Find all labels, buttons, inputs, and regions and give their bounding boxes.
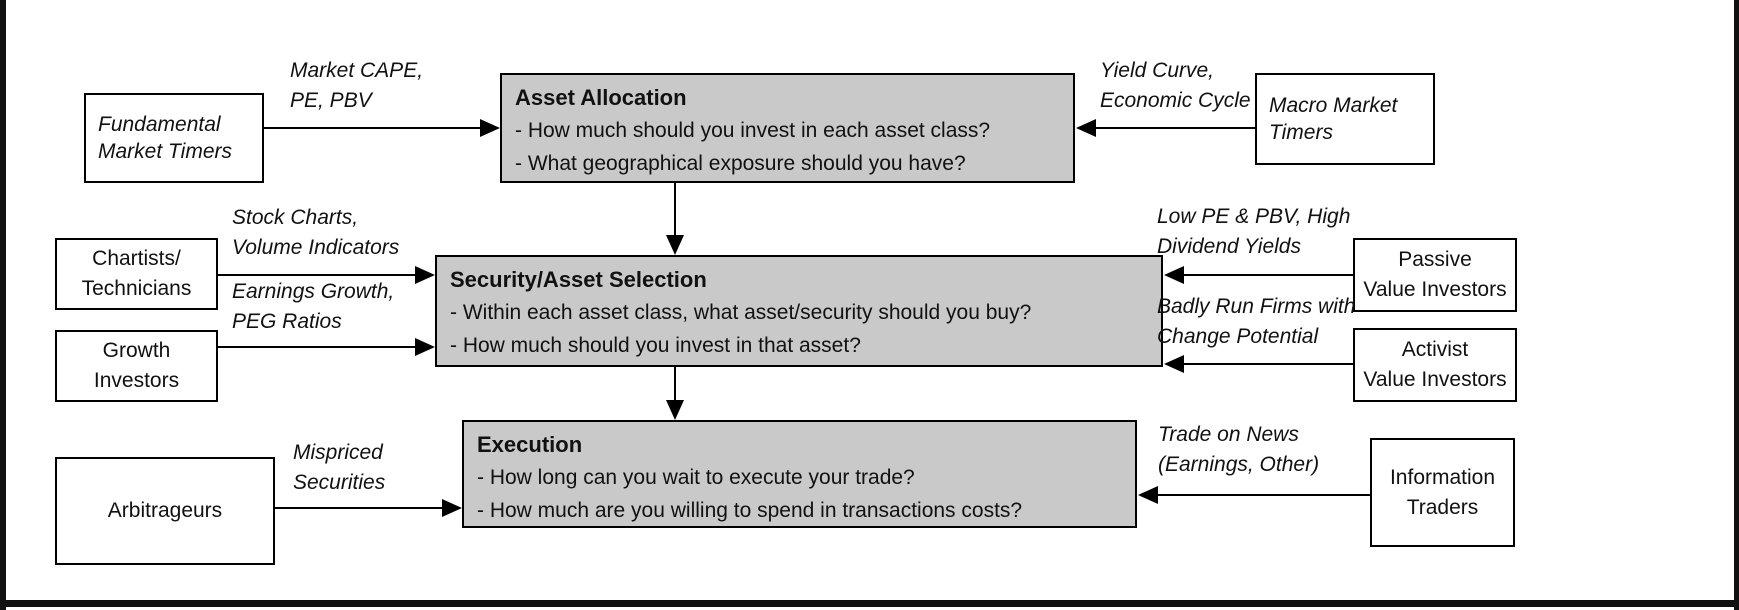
actor-label-line: Traders [1406, 495, 1479, 519]
edge-label-yield-curve: Yield Curve, Economic Cycle [1100, 56, 1251, 116]
edge-label-line: Yield Curve, [1100, 59, 1215, 82]
arrow-growth-to-security-selection [218, 346, 415, 348]
actor-label-line: Fundamental [98, 113, 221, 136]
stage-security-asset-selection: Security/Asset Selection - Within each a… [435, 255, 1163, 367]
arrowhead-left-icon [1164, 355, 1184, 373]
stage-bullet: - How much are you willing to spend in t… [477, 499, 1023, 522]
edge-label-stock-charts: Stock Charts, Volume Indicators [232, 203, 399, 263]
edge-label-line: Dividend Yields [1157, 235, 1301, 258]
edge-label-line: Low PE & PBV, High [1157, 205, 1351, 228]
actor-label-line: Activist [1401, 338, 1469, 361]
edge-label-mispriced-securities: Mispriced Securities [293, 438, 385, 498]
edge-label-line: PE, PBV [290, 89, 372, 112]
edge-label-trade-on-news: Trade on News (Earnings, Other) [1158, 420, 1319, 480]
arrow-arbitrageurs-to-execution [275, 507, 442, 509]
arrowhead-left-icon [1076, 119, 1096, 137]
arrowhead-right-icon [415, 338, 435, 356]
actor-label-line: Timers [1269, 121, 1333, 144]
arrowhead-down-icon [666, 400, 684, 420]
arrow-asset-allocation-to-security-selection [674, 183, 676, 235]
actor-growth-investors: Growth Investors [55, 330, 218, 402]
arrowhead-right-icon [480, 119, 500, 137]
edge-label-line: Stock Charts, [232, 206, 359, 229]
actor-label-line: Technicians [81, 277, 192, 300]
frame-left-edge [0, 0, 6, 610]
stage-bullet: - How much should you invest in each ass… [515, 119, 991, 142]
edge-label-line: Economic Cycle [1100, 89, 1251, 112]
frame-bottom-edge [0, 600, 1739, 607]
edge-label-low-pe-pbv: Low PE & PBV, High Dividend Yields [1157, 202, 1350, 262]
actor-passive-value-investors: Passive Value Investors [1353, 238, 1517, 312]
actor-label-line: Passive [1398, 248, 1472, 271]
stage-title-security-selection: Security/Asset Selection [450, 267, 707, 292]
arrowhead-down-icon [666, 235, 684, 255]
arrow-macro-to-asset-allocation [1096, 127, 1255, 129]
edge-label-badly-run-firms: Badly Run Firms with Change Potential [1157, 292, 1355, 352]
arrow-fundamental-to-asset-allocation [264, 127, 480, 129]
actor-chartists-technicians: Chartists/ Technicians [55, 238, 218, 310]
edge-label-market-cape: Market CAPE, PE, PBV [290, 56, 423, 116]
edge-label-line: (Earnings, Other) [1158, 453, 1320, 476]
arrow-passive-to-security-selection [1184, 274, 1353, 276]
stage-title-asset-allocation: Asset Allocation [515, 85, 687, 110]
edge-label-line: Badly Run Firms with [1157, 295, 1356, 318]
edge-label-line: PEG Ratios [232, 310, 342, 333]
actor-macro-market-timers: Macro Market Timers [1255, 73, 1435, 165]
actor-label-line: Investors [93, 369, 180, 392]
stage-execution: Execution - How long can you wait to exe… [462, 420, 1137, 528]
actor-arbitrageurs: Arbitrageurs [55, 457, 275, 565]
arrow-activist-to-security-selection [1184, 363, 1353, 365]
arrowhead-left-icon [1138, 486, 1158, 504]
edge-label-earnings-growth: Earnings Growth, PEG Ratios [232, 277, 394, 337]
edge-label-line: Earnings Growth, [232, 280, 395, 303]
edge-label-line: Volume Indicators [232, 236, 400, 259]
arrowhead-right-icon [415, 266, 435, 284]
arrow-chartists-to-security-selection [218, 274, 415, 276]
actor-fundamental-market-timers: Fundamental Market Timers [84, 93, 264, 183]
actor-label-line: Chartists/ [92, 247, 181, 270]
actor-label-line: Value Investors [1363, 278, 1507, 301]
edge-label-line: Securities [293, 471, 386, 494]
actor-label-line: Value Investors [1363, 368, 1507, 391]
edge-label-line: Mispriced [293, 441, 383, 464]
actor-label-line: Macro Market [1269, 94, 1398, 117]
actor-label-line: Arbitrageurs [107, 499, 223, 522]
actor-label-line: Growth [102, 339, 171, 362]
arrow-security-selection-to-execution [674, 367, 676, 400]
actor-activist-value-investors: Activist Value Investors [1353, 328, 1517, 402]
arrowhead-left-icon [1164, 266, 1184, 284]
stage-bullet: - Within each asset class, what asset/se… [450, 301, 1032, 324]
stage-title-execution: Execution [477, 432, 583, 457]
arrowhead-right-icon [442, 499, 462, 517]
arrow-information-traders-to-execution [1158, 494, 1370, 496]
actor-information-traders: Information Traders [1370, 438, 1515, 547]
stage-bullet: - How much should you invest in that ass… [450, 334, 861, 357]
stage-bullet: - How long can you wait to execute your … [477, 466, 915, 489]
edge-label-line: Market CAPE, [290, 59, 424, 82]
stage-bullet: - What geographical exposure should you … [515, 152, 966, 175]
stage-asset-allocation: Asset Allocation - How much should you i… [500, 73, 1075, 183]
actor-label-line: Information [1389, 465, 1496, 489]
frame-right-edge [1734, 0, 1739, 610]
actor-label-line: Market Timers [98, 140, 232, 163]
edge-label-line: Trade on News [1158, 423, 1299, 446]
edge-label-line: Change Potential [1157, 325, 1319, 348]
